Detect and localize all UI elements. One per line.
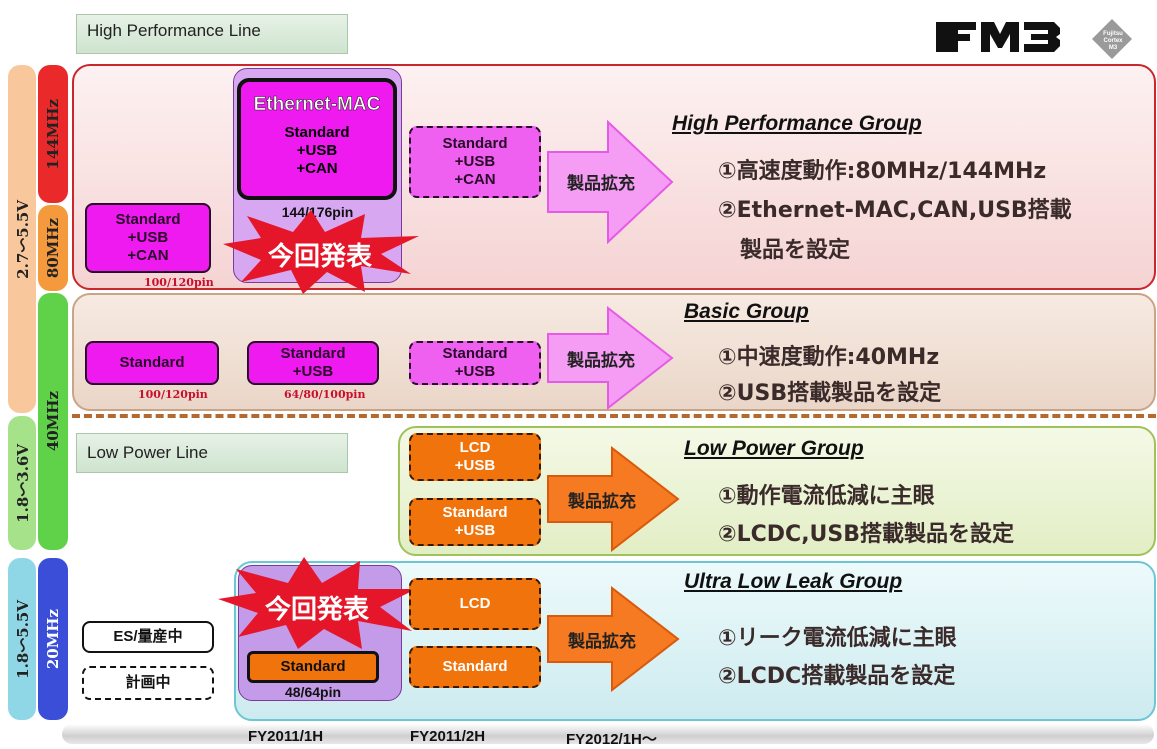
high-group-title: High Performance Group xyxy=(672,112,922,135)
high-small-pin-count: 100/120pin xyxy=(144,276,214,289)
line-divider xyxy=(72,414,1156,418)
timeline-fy2012-1h: FY2012/1H〜 xyxy=(566,731,657,748)
expand-arrow-basic: 製品拡充 xyxy=(546,306,676,410)
low-standard-usb-chip: Standard+USB xyxy=(409,498,541,546)
freq-bar-20mhz: 20MHz xyxy=(38,558,68,720)
expand-arrow-high: 製品拡充 xyxy=(546,120,676,244)
release-burst-high: 今回発表 xyxy=(215,208,425,296)
timeline-fy2011-2h: FY2011/2H xyxy=(410,728,486,745)
high-item-2: ②Ethernet-MAC,CAN,USB搭載 xyxy=(718,198,1072,223)
ull-standard-chip: Standard xyxy=(247,651,379,683)
ethernet-mac-chip: Ethernet-MAC Standard +USB +CAN xyxy=(237,78,397,200)
expand-arrow-ull: 製品拡充 xyxy=(546,586,682,692)
ull-item-2: ②LCDC搭載製品を設定 xyxy=(718,664,956,689)
ethernet-mac-title: Ethernet-MAC xyxy=(253,94,381,115)
timeline-fy2011-1h: FY2011/1H xyxy=(248,728,324,745)
low-power-line-label: Low Power Line xyxy=(76,433,348,473)
release-burst-ull-text: 今回発表 xyxy=(264,594,369,624)
basic-item-1: ①中速度動作:40MHz xyxy=(718,345,940,370)
ull-group-title: Ultra Low Leak Group xyxy=(684,570,903,593)
high-standard-usb-can-chip: Standard+USB+CAN xyxy=(85,203,211,273)
basic-item-2: ②USB搭載製品を設定 xyxy=(718,381,942,406)
high-item-3: 製品を設定 xyxy=(740,238,851,263)
ull-item-1: ①リーク電流低減に主眼 xyxy=(718,626,957,651)
basic-usb-chip: Standard+USB xyxy=(247,341,379,385)
ull-pin-count: 48/64pin xyxy=(284,684,342,700)
basic-planned-chip: Standard+USB xyxy=(409,341,541,385)
ull-standard-planned-chip: Standard xyxy=(409,646,541,688)
voltage-bar-1-8-3-6: 1.8〜3.6V xyxy=(8,416,36,550)
low-lcd-usb-chip: LCD+USB xyxy=(409,433,541,481)
high-planned-chip: Standard+USB+CAN xyxy=(409,126,541,198)
release-burst-high-text: 今回発表 xyxy=(267,241,372,271)
expand-arrow-low: 製品拡充 xyxy=(546,446,682,552)
fm3-logo xyxy=(936,18,1081,58)
basic-group-title: Basic Group xyxy=(684,300,809,323)
release-burst-ull: 今回発表 xyxy=(212,555,422,651)
low-item-2: ②LCDC,USB搭載製品を設定 xyxy=(718,522,1015,547)
fujitsu-badge: Fujitsu Cortex M3 xyxy=(1091,18,1133,60)
freq-bar-40mhz: 40MHz xyxy=(38,293,68,550)
voltage-bar-2-7-5-5: 2.7〜5.5V xyxy=(8,65,36,413)
legend-mass-production: ES/量産中 xyxy=(82,621,214,653)
high-item-1: ①高速度動作:80MHz/144MHz xyxy=(718,159,1047,184)
high-performance-line-label: High Performance Line xyxy=(76,14,348,54)
basic-standard-chip: Standard xyxy=(85,341,219,385)
legend-planned: 計画中 xyxy=(82,666,214,700)
freq-bar-80mhz: 80MHz xyxy=(38,205,68,291)
ull-lcd-chip: LCD xyxy=(409,578,541,630)
low-group-title: Low Power Group xyxy=(684,437,864,460)
voltage-bar-1-8-5-5: 1.8〜5.5V xyxy=(8,558,36,720)
low-item-1: ①動作電流低減に主眼 xyxy=(718,484,935,509)
timeline-bar xyxy=(62,724,1154,744)
basic-usb-pin-count: 64/80/100pin xyxy=(284,388,366,401)
freq-bar-144mhz: 144MHz xyxy=(38,65,68,203)
basic-standard-pin-count: 100/120pin xyxy=(138,388,208,401)
ethernet-pin-count: 144/176pin xyxy=(281,204,354,220)
